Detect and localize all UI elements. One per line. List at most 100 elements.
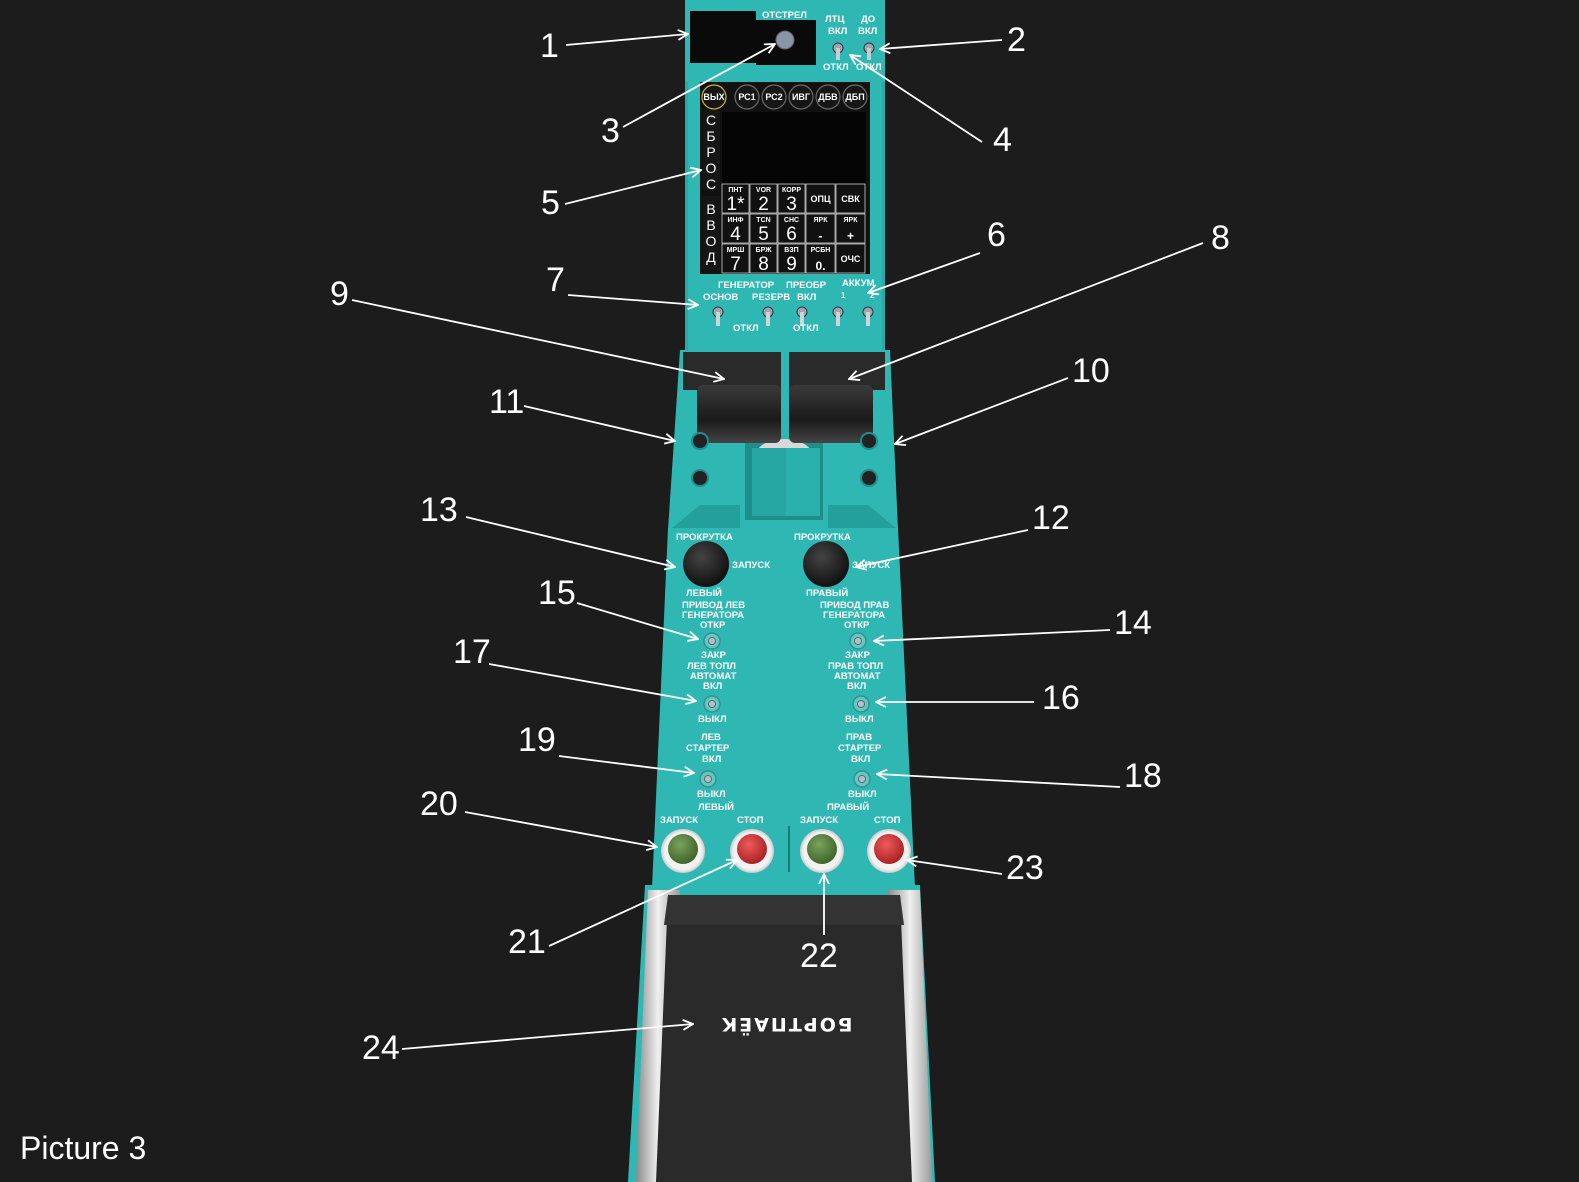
keypad-key-sublabel: TCN (756, 217, 770, 224)
left-fuel-automat-switch[interactable] (703, 695, 721, 713)
callout-number: 7 (546, 261, 565, 299)
right-crank-label: ПРОКРУТКА (794, 532, 851, 543)
right-start-label: ЗАПУСК (852, 560, 890, 571)
left-fuel-off-label: ВЫКЛ (698, 714, 727, 725)
callout-arrow (856, 529, 1029, 567)
callout-11: 11 (489, 383, 675, 441)
callout-21: 21 (508, 860, 737, 961)
callout-number: 3 (601, 112, 620, 150)
mfd-button-label: ДБП (845, 92, 864, 102)
mfd-button-6[interactable]: ДБП (842, 84, 868, 110)
left-gen-close-label: ЗАКР (701, 650, 727, 661)
callout-17: 17 (453, 633, 696, 701)
keypad-key-sublabel: VOR (756, 187, 771, 194)
mfd-button-1[interactable]: ВЫХ (701, 84, 727, 110)
keypad-key-15[interactable]: ОЧС (835, 243, 866, 274)
enter-key[interactable] (702, 196, 720, 270)
off-right-label: ОТКЛ (793, 323, 819, 334)
keypad-key-9[interactable]: ЯРК- (805, 213, 836, 244)
left-engine-start-button[interactable] (661, 829, 705, 873)
left-engine-stop-button[interactable] (730, 829, 774, 873)
callout-1: 1 (540, 27, 688, 65)
keypad-key-5[interactable]: СВК (835, 183, 866, 214)
callout-8: 8 (849, 219, 1230, 379)
mfd-button-4[interactable]: ИВГ (788, 84, 814, 110)
callout-arrow (564, 170, 701, 205)
callout-arrow (877, 774, 1121, 788)
callout-number: 2 (1007, 21, 1026, 59)
battery-1-label: 1 (841, 291, 846, 300)
battery-1-switch[interactable] (832, 306, 844, 326)
main-generator-switch[interactable] (712, 306, 724, 326)
mfd-button-3[interactable]: РС2 (761, 84, 787, 110)
left-gen-label-1: ПРИВОД ЛЕВ (682, 600, 745, 611)
right-starter-label-1: ПРАВ (846, 732, 872, 743)
right-throttle-button-upper[interactable] (860, 432, 878, 450)
ration-box-lid[interactable]: БОРТПАЁК (636, 890, 932, 1182)
battery-2-switch[interactable] (862, 306, 874, 326)
mfd-button-5[interactable]: ДБВ (815, 84, 841, 110)
callout-arrow (868, 252, 981, 293)
callout-22: 22 (800, 874, 838, 975)
callout-arrow (558, 755, 694, 773)
callout-5: 5 (541, 170, 701, 222)
callout-arrow (548, 860, 737, 947)
mfd-button-2[interactable]: РС1 (734, 84, 760, 110)
callout-number: 13 (420, 491, 458, 529)
right-engine-start-button[interactable] (800, 829, 844, 873)
callout-arrow (850, 55, 983, 143)
callout-16: 16 (876, 679, 1080, 717)
switch1-top-label: ЛТЦ (825, 14, 844, 25)
right-gen-label-2: ГЕНЕРАТОРА (823, 610, 885, 621)
right-generator-drive-switch[interactable] (849, 632, 867, 650)
left-engine-start-knob[interactable] (683, 541, 729, 587)
right-gen-close-label: ЗАКР (845, 650, 871, 661)
callout-arrow (351, 299, 724, 379)
left-throttle-button-lower[interactable] (691, 469, 709, 487)
power-panel: ГЕНЕРАТОР ОСНОВ РЕЗЕРВ ПРЕОБР ВКЛ АККУМ … (703, 278, 875, 334)
do-toggle-switch[interactable] (863, 42, 875, 60)
left-generator-drive-switch[interactable] (703, 632, 721, 650)
right-throttle-lever[interactable] (789, 352, 885, 443)
callout-arrow (907, 860, 1003, 875)
reserve-generator-switch[interactable] (762, 306, 774, 326)
reset-key[interactable] (702, 110, 720, 190)
enter-letter: О (706, 233, 717, 249)
callout-number: 1 (540, 27, 559, 65)
right-starter-switch[interactable] (853, 770, 871, 788)
top-panel: ОТСТРЕЛ ЛТЦ ВКЛ ДО ВКЛ ОТКЛ ОТКЛ (690, 10, 882, 73)
converter-switch[interactable] (796, 306, 808, 326)
left-starter-switch[interactable] (699, 770, 717, 788)
right-stop-btn-label: СТОП (874, 815, 901, 826)
callout-arrow (874, 629, 1111, 641)
keypad-key-label: 1* (727, 194, 746, 215)
callout-number: 11 (489, 383, 524, 421)
left-throttle-button-upper[interactable] (691, 432, 709, 450)
callout-number: 17 (453, 633, 491, 671)
right-engine-stop-button[interactable] (867, 829, 911, 873)
keypad-key-4[interactable]: ОПЦ (805, 183, 836, 214)
keypad-key-10[interactable]: ЯРК+ (835, 213, 866, 244)
right-throttle-button-lower[interactable] (860, 469, 878, 487)
left-throttle-lever[interactable] (683, 352, 781, 443)
right-engine-start-knob[interactable] (803, 541, 849, 587)
keypad-key-sublabel: ЯРК (844, 217, 859, 224)
right-fuel-on-label: ВКЛ (847, 681, 867, 692)
ltc-toggle-switch[interactable] (832, 42, 844, 60)
right-fuel-automat-switch[interactable] (852, 695, 870, 713)
release-button[interactable] (775, 30, 795, 50)
callout-arrow (401, 1024, 693, 1050)
